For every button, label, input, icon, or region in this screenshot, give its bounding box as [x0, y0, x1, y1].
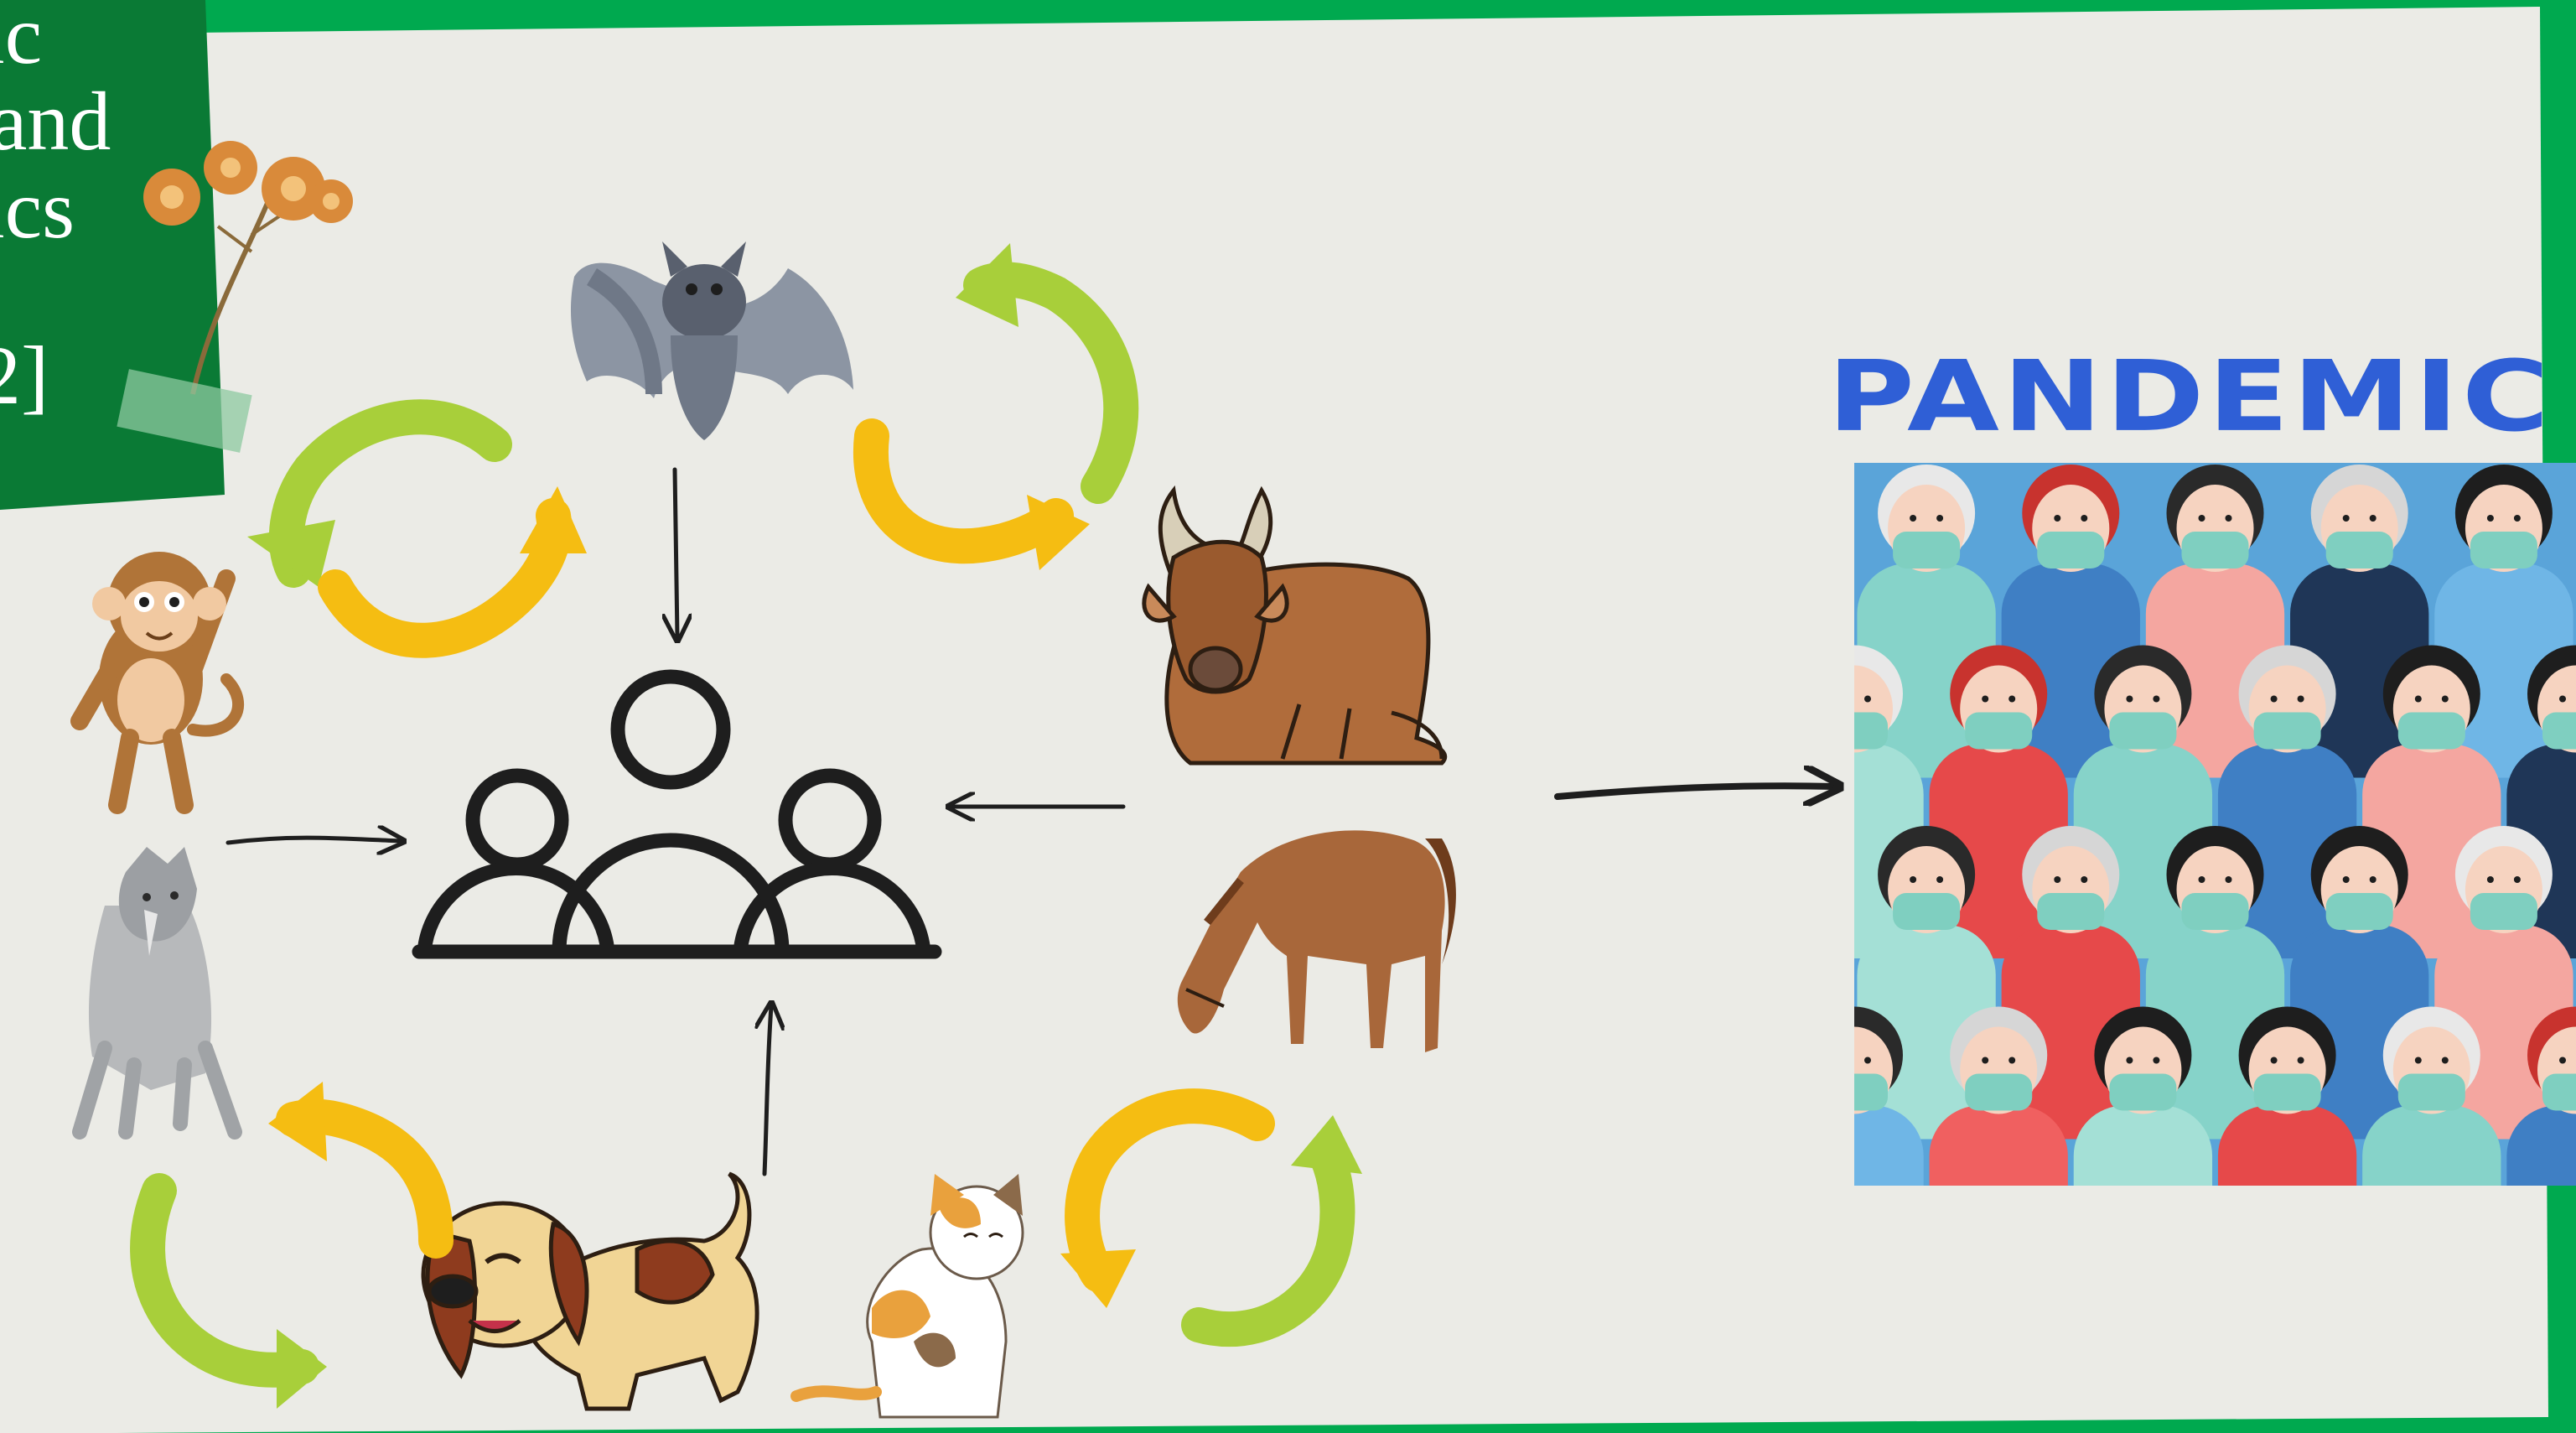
- dog-icon: [421, 1171, 759, 1411]
- cat-icon: [790, 1174, 1024, 1419]
- cycle-arrows-icon: [130, 243, 1362, 1409]
- bat-icon: [570, 241, 853, 440]
- title-line-4: 2]: [0, 329, 49, 422]
- title-line-3: ics: [0, 163, 75, 256]
- wolf-icon: [72, 847, 242, 1140]
- horse-icon: [1177, 830, 1456, 1052]
- flower-sprig-icon: [143, 141, 353, 395]
- title-line-2: and: [0, 75, 111, 168]
- monkey-icon: [70, 552, 245, 814]
- pandemic-title: PANDEMIC: [1827, 340, 2553, 454]
- masked-crowd-image: [1854, 463, 2576, 1186]
- transmission-arrow-icon: [225, 467, 1836, 1176]
- cow-icon: [1142, 485, 1448, 766]
- people-group-icon: [412, 669, 942, 959]
- title-line-1: ic: [0, 0, 43, 81]
- tape-icon: [117, 369, 252, 453]
